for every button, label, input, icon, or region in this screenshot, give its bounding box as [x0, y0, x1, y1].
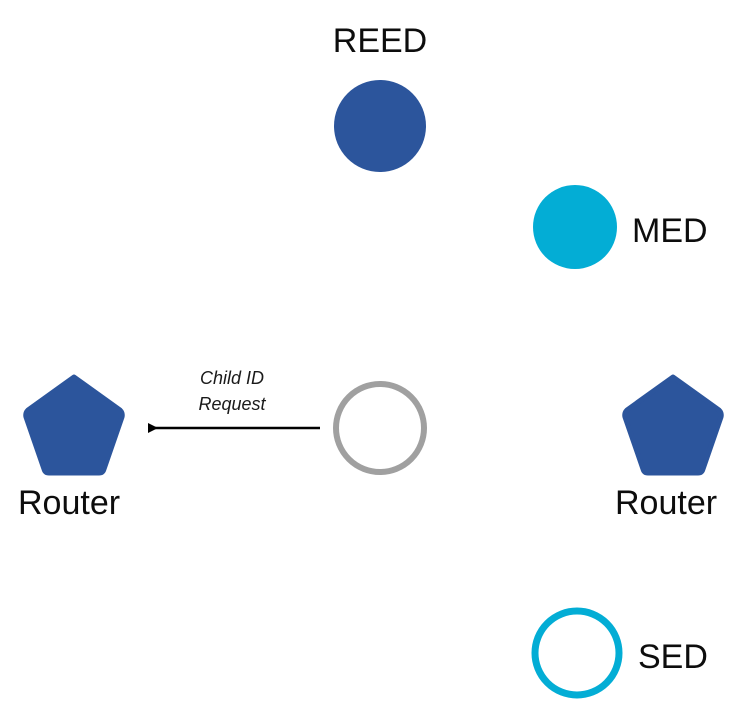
child-id-request-label-line2: Request — [198, 394, 266, 414]
reed-circle-icon[interactable] — [334, 80, 426, 172]
node-router-right[interactable]: Router — [615, 374, 724, 522]
unassigned-device-circle-icon[interactable] — [333, 381, 427, 475]
router-right-pentagon-icon[interactable] — [622, 374, 724, 476]
node-sed[interactable]: SED — [531, 607, 708, 699]
router-right-label: Router — [615, 484, 717, 522]
node-med[interactable]: MED — [533, 185, 708, 269]
router-left-pentagon-icon[interactable] — [23, 374, 125, 476]
child-id-request-label-line1: Child ID — [200, 368, 264, 388]
edge-child-id-request: Child ID Request — [148, 368, 320, 433]
sed-circle-icon[interactable] — [531, 607, 623, 699]
node-reed[interactable]: REED — [333, 22, 427, 172]
med-label: MED — [632, 212, 708, 250]
node-unassigned-device[interactable] — [333, 381, 427, 475]
node-router-left[interactable]: Router — [18, 374, 125, 522]
router-left-label: Router — [18, 484, 120, 522]
med-circle-icon[interactable] — [533, 185, 617, 269]
reed-label: REED — [333, 22, 427, 60]
sed-label: SED — [638, 638, 708, 676]
